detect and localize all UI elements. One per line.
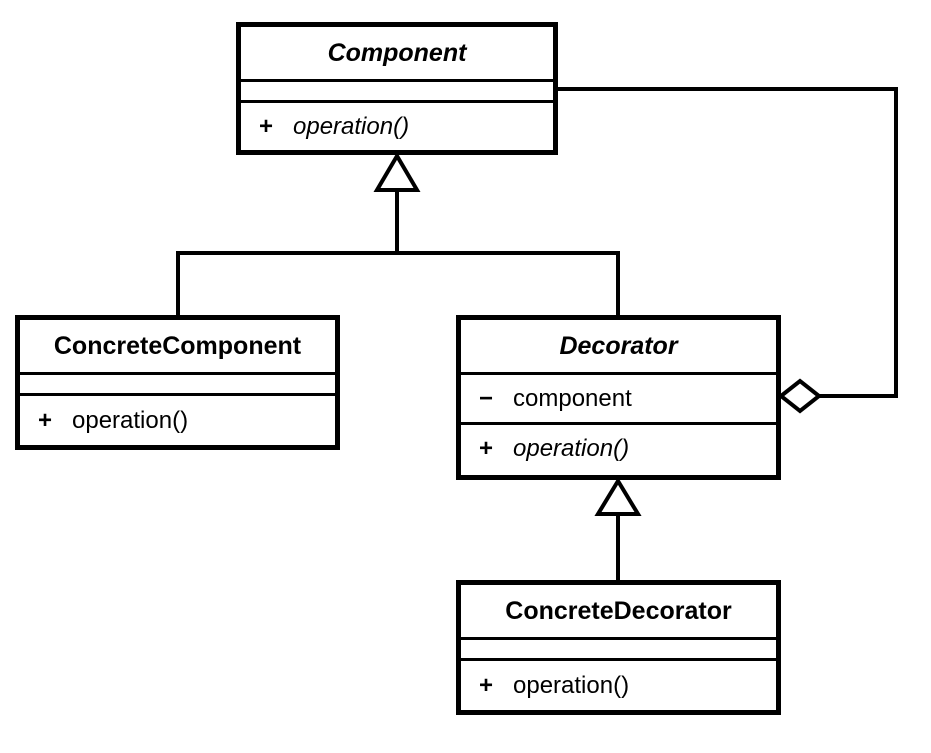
class-name-label: Component	[327, 38, 467, 67]
class-attributes-compartment	[241, 79, 553, 100]
visibility-marker: +	[259, 112, 274, 140]
visibility-marker: +	[479, 434, 494, 462]
class-name-label: ConcreteComponent	[53, 331, 302, 360]
class-name-label: ConcreteDecorator	[505, 596, 732, 625]
uml-class-concretedecorator[interactable]: ConcreteDecorator + operation()	[456, 580, 781, 715]
uml-class-concretecomponent[interactable]: ConcreteComponent + operation()	[15, 315, 340, 450]
uml-class-component[interactable]: Component + operation()	[236, 22, 558, 155]
attribute-label: component	[513, 384, 632, 412]
operation-label: operation()	[293, 112, 410, 140]
operation-label: operation()	[513, 671, 630, 699]
operation-label: operation()	[513, 434, 630, 462]
generalization-to-component	[176, 152, 620, 317]
class-name-compartment: ConcreteDecorator	[461, 585, 776, 637]
class-name-label: Decorator	[559, 331, 678, 360]
visibility-marker: −	[479, 384, 494, 412]
hollow-diamond-arrowhead	[777, 378, 823, 414]
class-operations-compartment: + operation()	[20, 393, 335, 445]
class-operations-compartment: + operation()	[461, 422, 776, 472]
hollow-triangle-arrowhead	[373, 152, 421, 192]
generalization-concretedecorator-to-decorator	[594, 477, 642, 582]
uml-class-decorator[interactable]: Decorator − component + operation()	[456, 315, 781, 480]
class-name-compartment: Component	[241, 27, 553, 79]
attribute-row: − component	[461, 385, 632, 413]
visibility-marker: +	[479, 671, 494, 699]
class-attributes-compartment: − component	[461, 372, 776, 422]
class-operations-compartment: + operation()	[461, 658, 776, 710]
hollow-triangle-arrowhead	[594, 477, 642, 516]
operation-row: + operation()	[461, 435, 629, 463]
operation-row: + operation()	[241, 113, 409, 141]
operation-row: + operation()	[20, 407, 188, 435]
class-name-compartment: Decorator	[461, 320, 776, 372]
operation-label: operation()	[72, 406, 189, 434]
class-attributes-compartment	[20, 372, 335, 393]
class-operations-compartment: + operation()	[241, 100, 553, 150]
class-attributes-compartment	[461, 637, 776, 658]
operation-row: + operation()	[461, 672, 629, 700]
visibility-marker: +	[38, 406, 53, 434]
class-name-compartment: ConcreteComponent	[20, 320, 335, 372]
